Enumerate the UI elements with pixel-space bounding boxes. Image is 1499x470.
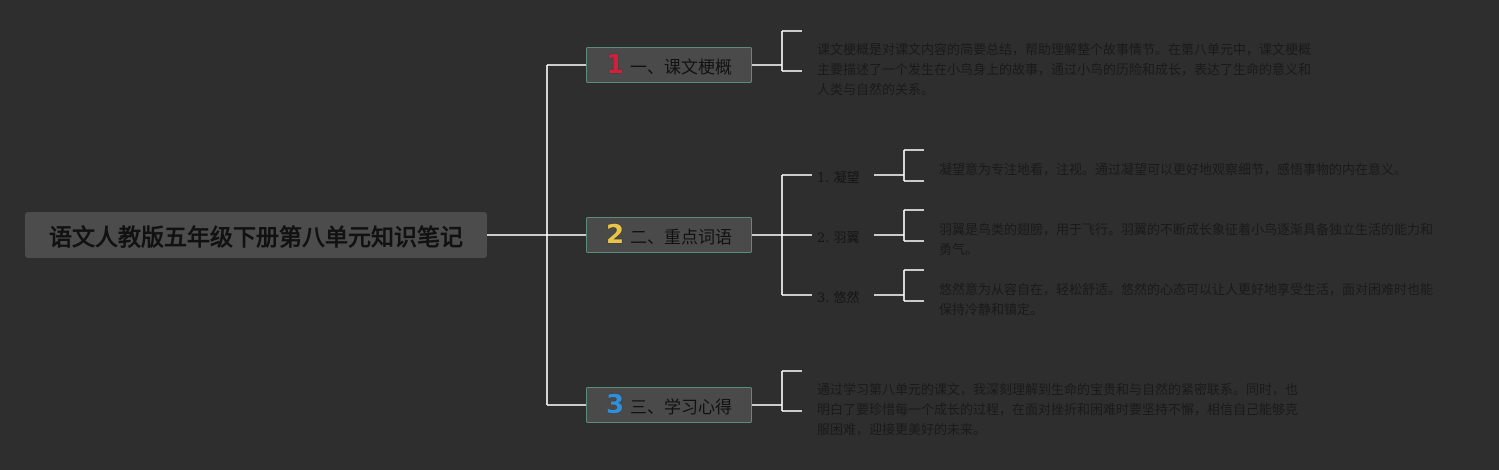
- number-3-badge: 3: [605, 390, 625, 420]
- word-note-yuyi: 羽翼是鸟类的翅膀，用于飞行。羽翼的不断成长象征着小鸟逐渐具备独立生活的能力和勇气…: [939, 223, 1434, 258]
- root-topic[interactable]: 语文人教版五年级下册第八单元知识笔记: [25, 212, 487, 258]
- branch-key-words[interactable]: 2 二、重点词语: [586, 217, 752, 253]
- word-note-ningwang: 凝望意为专注地看，注视。通过凝望可以更好地观察细节，感悟事物的内在意义。: [939, 163, 1408, 178]
- word-term-youran[interactable]: 3. 悠然: [817, 291, 860, 306]
- branch-label: 三、学习心得: [630, 397, 733, 418]
- branch-label: 一、课文梗概: [630, 57, 733, 78]
- reflection-note: 通过学习第八单元的课文，我深刻理解到生命的宝贵和与自然的紧密联系。同时，也明白了…: [817, 383, 1299, 438]
- word-term-ningwang[interactable]: 1. 凝望: [817, 171, 860, 186]
- branch-summary[interactable]: 1 一、课文梗概: [586, 47, 752, 83]
- number-1-badge: 1: [605, 50, 625, 80]
- summary-note: 课文梗概是对课文内容的简要总结，帮助理解整个故事情节。在第八单元中，课文梗概主要…: [817, 43, 1312, 98]
- word-term-yuyi[interactable]: 2. 羽翼: [817, 231, 860, 246]
- root-title: 语文人教版五年级下册第八单元知识笔记: [49, 225, 463, 251]
- word-note-youran: 悠然意为从容自在，轻松舒适。悠然的心态可以让人更好地享受生活，面对困难时也能保持…: [939, 283, 1434, 318]
- branch-reflection[interactable]: 3 三、学习心得: [586, 387, 752, 423]
- number-2-badge: 2: [605, 220, 625, 250]
- branch-label: 二、重点词语: [630, 227, 733, 248]
